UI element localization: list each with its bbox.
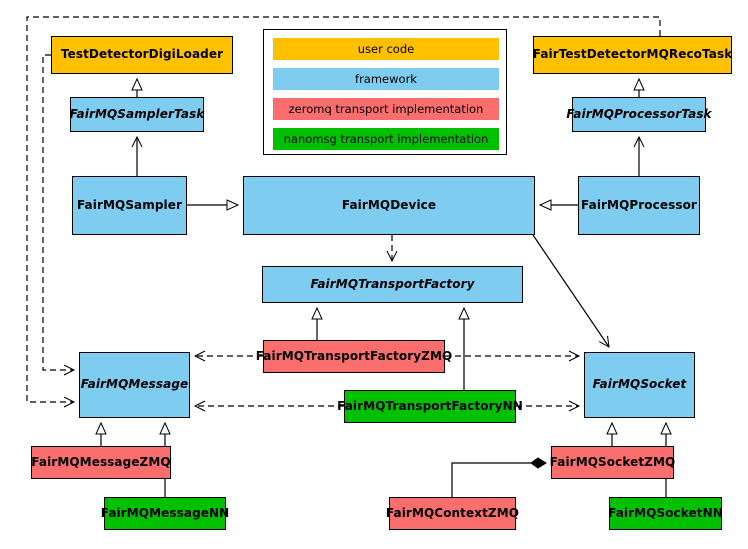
class-node-test-detector-digi-loader[interactable]: TestDetectorDigiLoader <box>51 36 233 74</box>
class-node-fairmq-context-zmq[interactable]: FairMQContextZMQ <box>386 497 519 530</box>
class-node-fairmq-socket-nn[interactable]: FairMQSocketNN <box>608 497 723 530</box>
class-node-fairmq-socket[interactable]: FairMQSocket <box>584 352 695 418</box>
legend-panel: user code framework zeromq transport imp… <box>263 29 507 155</box>
class-node-fairmq-device[interactable]: FairMQDevice <box>243 176 535 235</box>
legend-item-nanomsg: nanomsg transport implementation <box>273 128 499 150</box>
class-node-fairmq-sampler-task[interactable]: FairMQSamplerTask <box>70 97 204 132</box>
class-node-fairmq-processor[interactable]: FairMQProcessor <box>578 176 700 235</box>
class-node-fairmq-transport-factory-zmq[interactable]: FairMQTransportFactoryZMQ <box>256 340 452 373</box>
class-node-fairmq-transport-factory[interactable]: FairMQTransportFactory <box>262 266 523 303</box>
class-node-fair-test-detector-mq-reco-task[interactable]: FairTestDetectorMQRecoTask <box>533 36 732 74</box>
class-node-fairmq-processor-task[interactable]: FairMQProcessorTask <box>566 97 712 132</box>
class-node-fairmq-sampler[interactable]: FairMQSampler <box>72 176 187 235</box>
legend-item-zeromq: zeromq transport implementation <box>273 98 499 120</box>
class-node-fairmq-message[interactable]: FairMQMessage <box>79 352 190 418</box>
class-node-fairmq-transport-factory-nn[interactable]: FairMQTransportFactoryNN <box>337 390 523 423</box>
class-node-fairmq-message-nn[interactable]: FairMQMessageNN <box>101 497 229 530</box>
legend-item-user-code: user code <box>273 38 499 60</box>
legend-item-framework: framework <box>273 68 499 90</box>
class-node-fairmq-socket-zmq[interactable]: FairMQSocketZMQ <box>550 446 675 479</box>
class-node-fairmq-message-zmq[interactable]: FairMQMessageZMQ <box>31 446 171 479</box>
